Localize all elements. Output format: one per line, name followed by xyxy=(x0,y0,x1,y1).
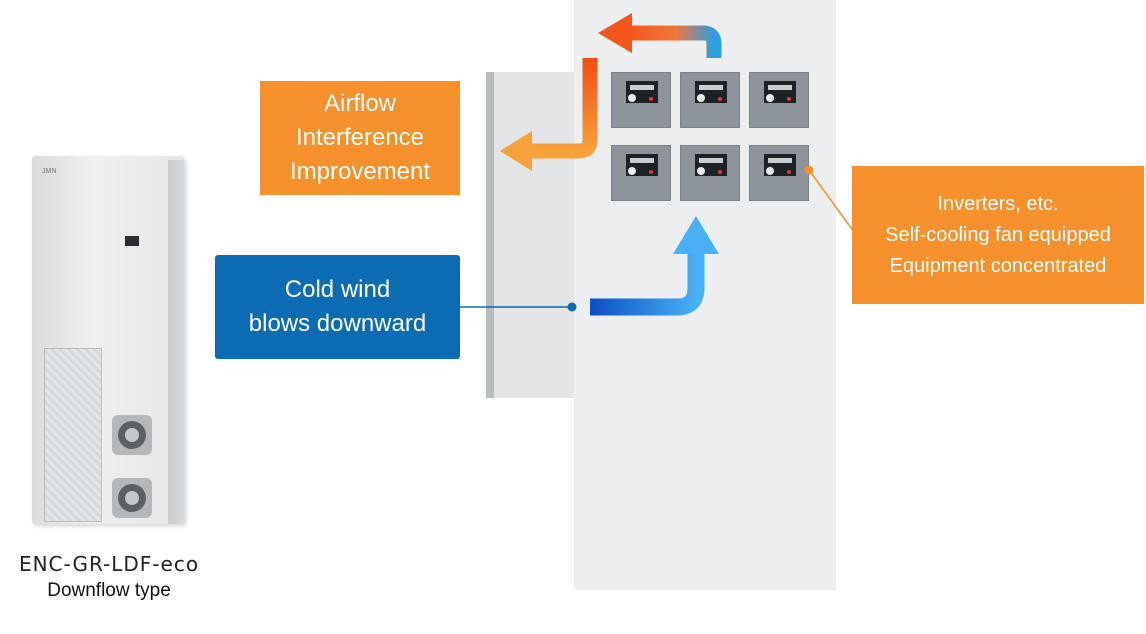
hot-air-arrow-left-head xyxy=(500,131,532,171)
airflow-callout-line-1: Airflow xyxy=(323,90,396,117)
hot-air-arrow-top xyxy=(628,25,722,58)
hot-air-arrow-top-head xyxy=(598,13,632,53)
product-model-label: ENC-GR-LDF-eco xyxy=(18,552,200,576)
cold-wind-callout-line-2: blows downward xyxy=(248,310,427,337)
inverter-unit xyxy=(749,72,809,128)
inverters-callout-line-2: Self-cooling fan equipped xyxy=(885,223,1111,246)
inverter-unit xyxy=(611,72,671,128)
cold-air-arrow xyxy=(590,252,705,316)
cold-wind-callout: Cold wind blows downward xyxy=(215,255,460,359)
airflow-callout: Airflow Interference Improvement xyxy=(260,81,460,195)
inverter-unit xyxy=(611,145,671,201)
cold-wind-connector-dot xyxy=(567,302,577,312)
cold-wind-callout-line-1: Cold wind xyxy=(284,276,391,303)
airflow-callout-line-3: Improvement xyxy=(289,158,431,185)
cold-air-arrow-head xyxy=(673,216,719,254)
brand-logo: JMN xyxy=(42,168,57,175)
product-type-label: Downflow type xyxy=(47,580,171,601)
inverter-unit xyxy=(680,145,740,201)
inverters-callout-line-3: Equipment concentrated xyxy=(889,254,1107,277)
air-filter xyxy=(44,348,102,522)
airflow-callout-line-2: Interference xyxy=(295,124,425,151)
cooler-mount-panel xyxy=(486,72,574,398)
inverters-callout: Inverters, etc. Self-cooling fan equippe… xyxy=(852,166,1144,304)
fan-icon xyxy=(112,415,152,455)
unit-display xyxy=(125,236,139,246)
cooler-unit-side xyxy=(168,160,184,524)
panel-edge xyxy=(486,72,494,398)
hot-air-arrow-left xyxy=(528,58,598,159)
inverters-connector xyxy=(808,169,855,233)
inverters-callout-line-1: Inverters, etc. xyxy=(937,192,1059,215)
inverters-connector-dot xyxy=(804,165,814,175)
inverter-unit xyxy=(680,72,740,128)
fan-icon xyxy=(112,478,152,518)
